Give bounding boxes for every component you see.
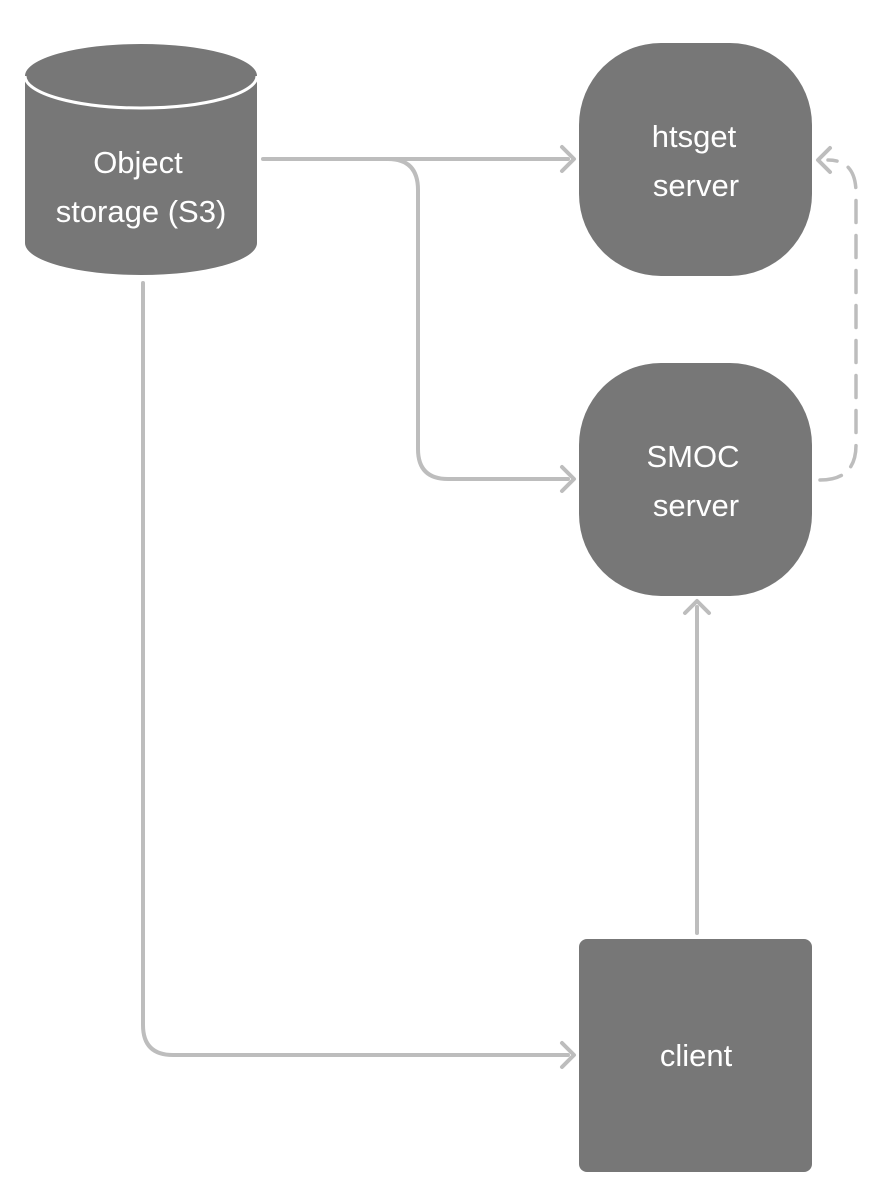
node-htsget-label-line1: htsget: [652, 119, 737, 154]
node-object-storage-label-line2: storage (S3): [56, 194, 227, 229]
node-object-storage-label-line1: Object: [93, 145, 183, 180]
node-smoc-label-line1: SMOC: [647, 439, 740, 474]
edge-client-to-smoc: [683, 599, 711, 935]
node-htsget-label-line2: server: [653, 168, 739, 203]
node-object-storage: Object storage (S3): [23, 44, 259, 275]
edge-storage-to-client: [141, 281, 576, 1069]
node-htsget-server: htsget server: [579, 43, 812, 276]
edge-storage-to-htsget: [261, 145, 576, 173]
node-smoc-server: SMOC server: [579, 363, 812, 596]
node-client: client: [579, 939, 812, 1172]
node-client-label: client: [660, 1038, 733, 1073]
node-smoc-label-line2: server: [653, 488, 739, 523]
edge-smoc-to-htsget-dashed: [816, 146, 858, 482]
edge-storage-to-smoc: [386, 157, 576, 493]
